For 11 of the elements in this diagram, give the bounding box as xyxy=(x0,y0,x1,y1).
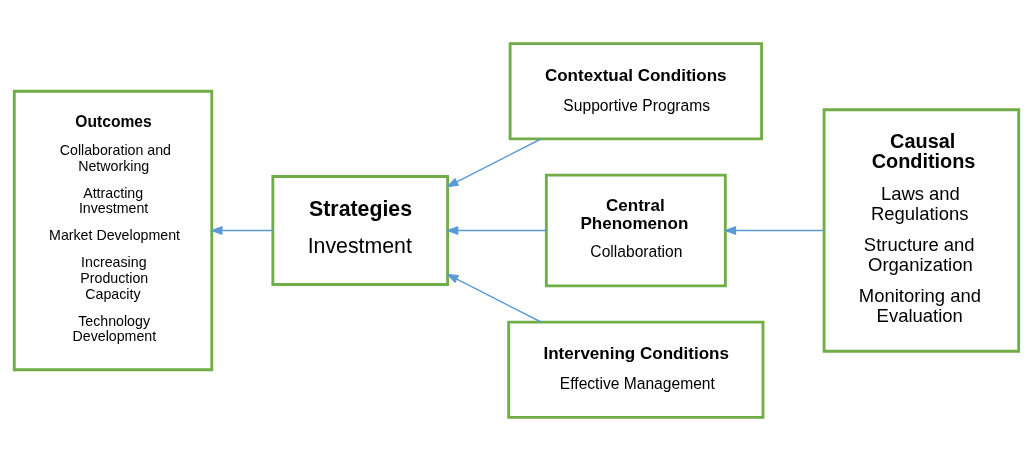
node-box: Contextual Conditions Supportive Programs xyxy=(508,42,763,141)
arrow xyxy=(445,138,542,188)
arrow xyxy=(723,226,825,235)
arrow xyxy=(445,226,547,235)
node-box: Outcomes Collaboration and Networking Attracting Investment Market Development Increasing Production Capacity Technology Development xyxy=(12,89,214,372)
node-box: Causal Conditions Laws and Regulations Structure and Organization Monitoring and Evaluation xyxy=(822,108,1021,353)
arrow xyxy=(209,226,274,235)
node-box: Strategies Investment xyxy=(271,175,450,286)
node-box: Intervening Conditions Effective Management xyxy=(507,320,765,419)
node-box: Central Phenomenon Collaboration xyxy=(544,173,727,288)
arrow xyxy=(445,273,542,323)
